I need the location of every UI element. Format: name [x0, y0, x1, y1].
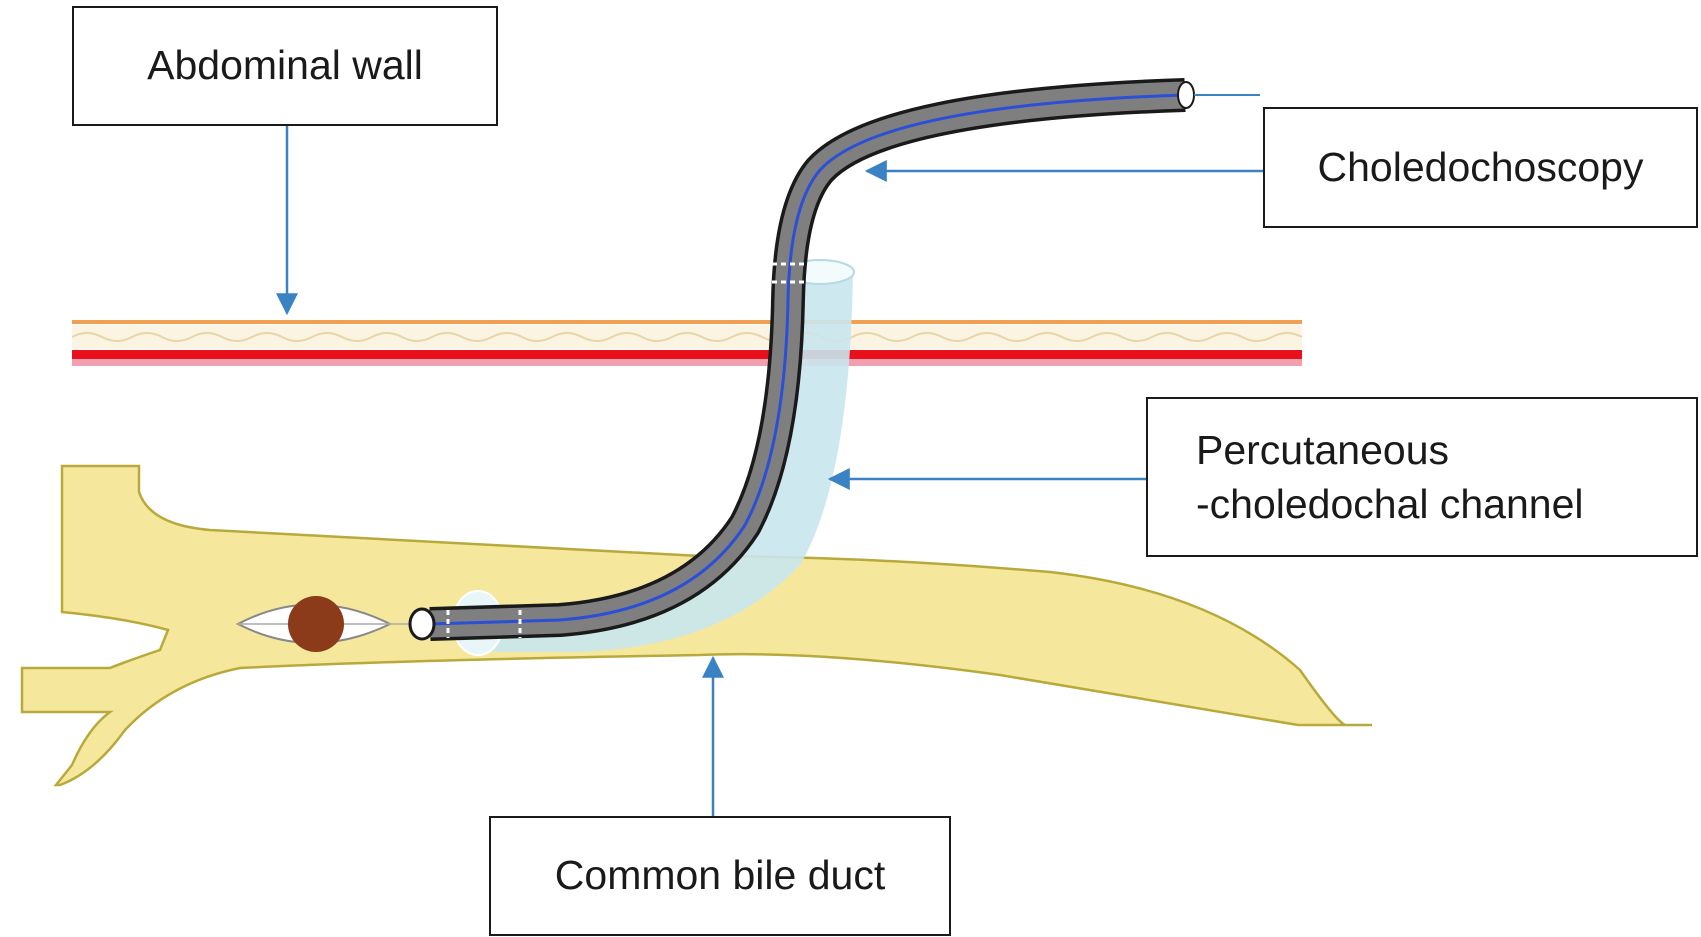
channel-text-line-2: -choledochal channel — [1196, 481, 1584, 527]
channel-text: Percutaneous -choledochal channel — [1196, 423, 1584, 531]
choledochoscope — [408, 78, 1260, 641]
percutaneous-channel — [454, 272, 853, 652]
choledochoscopy-label: Choledochoscopy — [1263, 107, 1698, 228]
pointer-arrows — [276, 126, 1263, 816]
choledochoscopy-text: Choledochoscopy — [1317, 143, 1644, 190]
wall-fat-layer — [72, 325, 1302, 349]
channel-text-line-1: Percutaneous — [1196, 426, 1450, 473]
percutaneous-channel-label: Percutaneous -choledochal channel — [1146, 397, 1698, 557]
wall-peritoneum-layer — [72, 359, 1302, 366]
abdominal-wall-text: Abdominal wall — [147, 42, 423, 89]
wall-fat-wave — [71, 332, 1303, 342]
scope-tip-proximal — [1177, 81, 1195, 109]
common-bile-duct-text: Common bile duct — [554, 852, 886, 899]
abdominal-wall-label: Abdominal wall — [72, 6, 498, 126]
wall-muscle-layer — [72, 350, 1302, 359]
stone — [288, 596, 344, 652]
scope-tip-distal — [408, 607, 436, 641]
abdominal-wall-layers — [71, 320, 1303, 366]
common-bile-duct-label: Common bile duct — [489, 816, 951, 936]
stone-group — [235, 596, 425, 652]
scope-core — [429, 93, 1186, 626]
